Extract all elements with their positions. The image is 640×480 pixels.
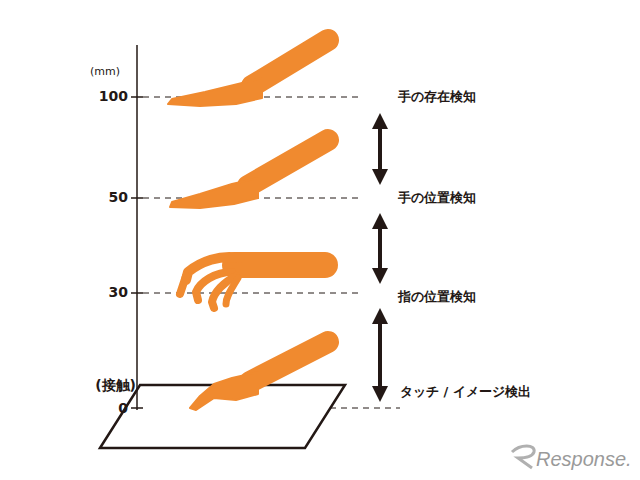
- axis-value: 30: [109, 285, 128, 300]
- axis: [136, 45, 138, 410]
- axis-value: 100: [99, 89, 128, 104]
- range-arrows: [378, 121, 382, 394]
- hands: [168, 40, 328, 410]
- stage-label: 手の存在検知: [398, 90, 476, 104]
- stage-label: 指の位置検知: [398, 290, 476, 304]
- watermark: Response.: [536, 448, 632, 470]
- unit-label: (mm): [90, 66, 120, 78]
- stage-label: タッチ / イメージ検出: [400, 385, 531, 399]
- watermark-logo: [512, 446, 534, 468]
- axis-value: 0: [118, 401, 128, 416]
- axis-value: 50: [109, 190, 128, 205]
- stage-label: 手の位置検知: [398, 191, 476, 205]
- level-lines: [143, 97, 400, 408]
- ticks: [131, 97, 143, 408]
- axis-note: (接触): [95, 378, 136, 393]
